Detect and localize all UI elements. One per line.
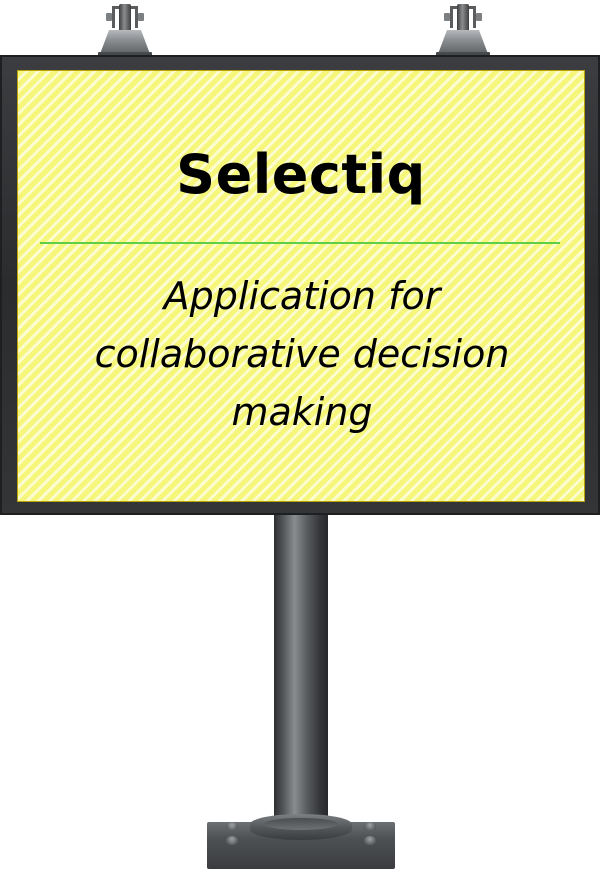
sign-subtitle: Application for collaborative decision m… [94, 274, 510, 434]
sign-title: Selectiq [176, 143, 426, 206]
lamp-housing [438, 30, 488, 54]
lamp-housing [100, 30, 150, 54]
bolt-icon [364, 836, 376, 845]
billboard-face: Selectiq Application for collaborative d… [17, 70, 585, 502]
bolt-icon [226, 836, 238, 845]
lamp-stem [119, 4, 131, 32]
lamp-stem [457, 4, 469, 32]
billboard-pole [274, 515, 328, 827]
bolt-icon [364, 822, 376, 831]
pole-collar-top [264, 818, 338, 830]
bolt-icon [226, 822, 238, 831]
title-divider [40, 242, 560, 244]
